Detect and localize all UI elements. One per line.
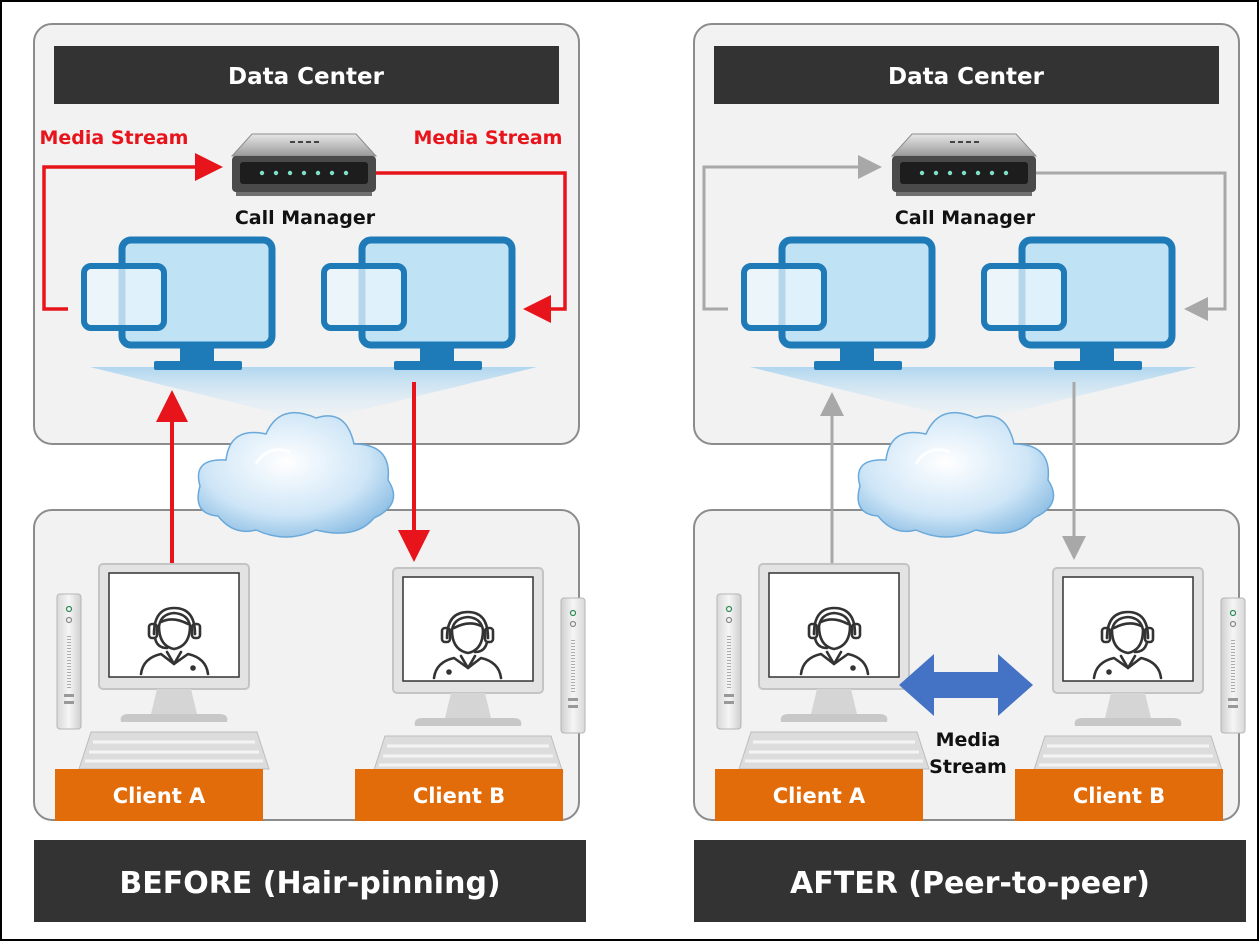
client-b-label: Client B (1073, 784, 1165, 808)
cloud-icon (857, 411, 1055, 538)
media-stream-label-left: Media Stream (40, 127, 189, 149)
client-b-box (1015, 769, 1223, 821)
client-b-box (355, 769, 563, 821)
caption-bar (34, 840, 586, 922)
client-a-label: Client A (773, 784, 866, 808)
cloud-icon (197, 411, 395, 538)
client-a-box (715, 769, 923, 821)
client-a-label: Client A (113, 784, 206, 808)
data-center-label: Data Center (228, 64, 385, 90)
projection-beam (90, 367, 537, 422)
loop-arrow-to-manager (702, 155, 882, 311)
call-manager-label: Call Manager (235, 207, 376, 229)
media-stream-label-right: Media Stream (414, 127, 563, 149)
projection-beam (750, 367, 1197, 422)
loop-arrow-to-manager (42, 153, 223, 311)
peer-to-peer-arrow (899, 654, 1033, 716)
data-center-label: Data Center (888, 64, 1045, 90)
caption-bar (694, 840, 1246, 922)
call-manager-label: Call Manager (895, 207, 1036, 229)
loop-arrow-to-desktop-b (376, 171, 567, 323)
client-a-box (55, 769, 263, 821)
data-center-bar (54, 46, 559, 104)
data-center-bar (714, 46, 1219, 104)
panel-caption: BEFORE (Hair-pinning) (119, 866, 500, 901)
call-manager-icon (890, 133, 1038, 196)
panel-caption: AFTER (Peer-to-peer) (790, 866, 1150, 901)
client-b-label: Client B (413, 784, 505, 808)
call-manager-icon (230, 133, 378, 196)
loop-arrow-to-desktop-b (1036, 171, 1227, 321)
